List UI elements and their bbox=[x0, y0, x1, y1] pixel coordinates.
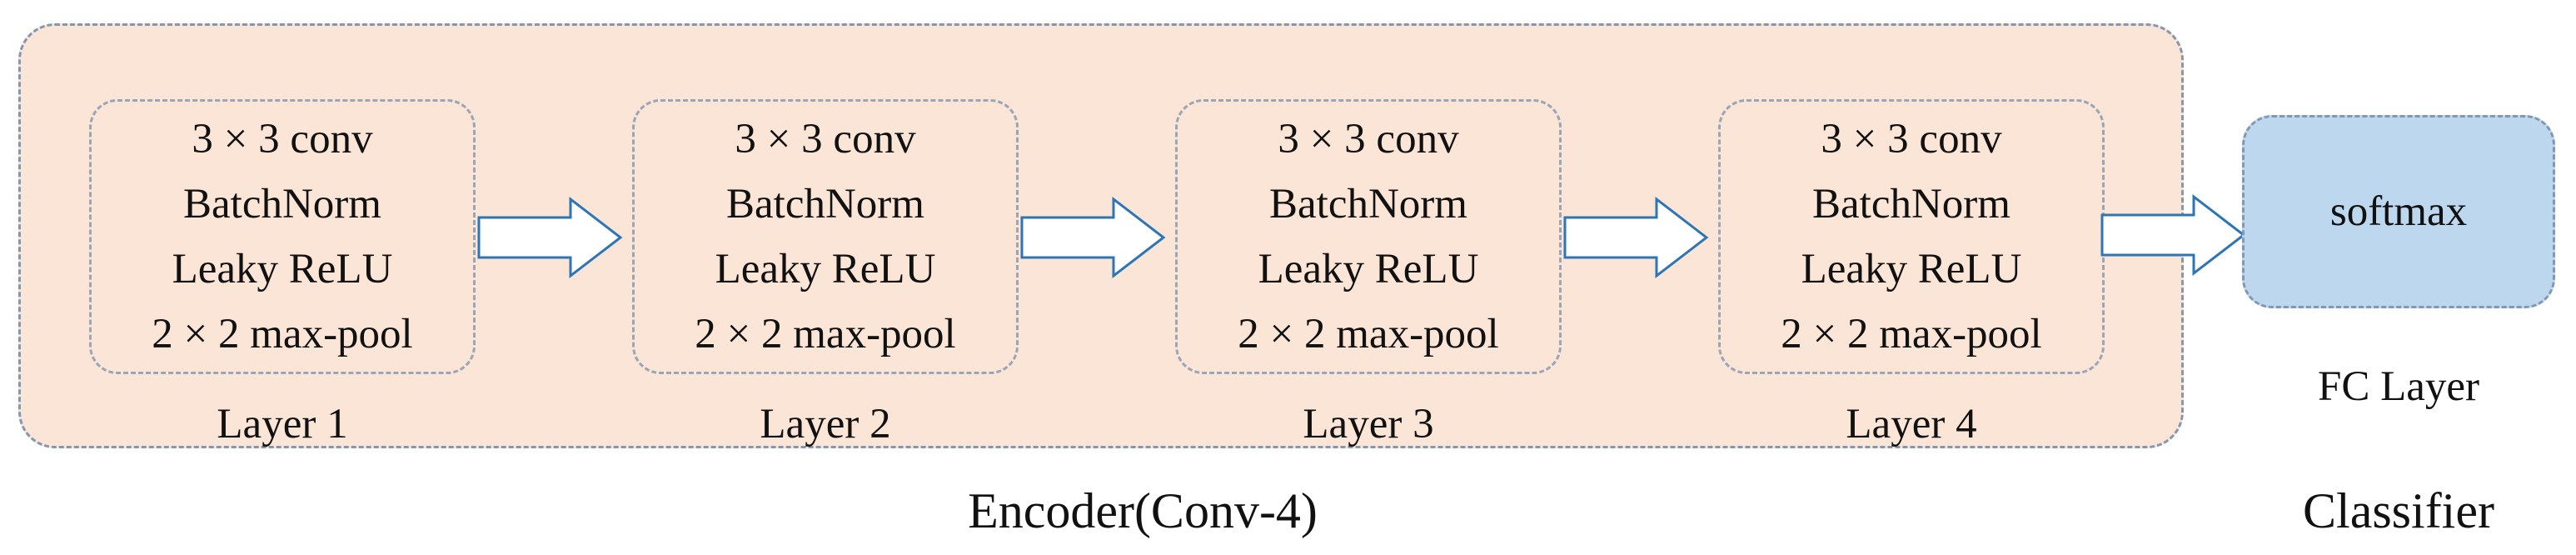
arrow-layer3-to-layer4 bbox=[1563, 196, 1709, 279]
encoder-group-label: Encoder(Conv-4) bbox=[968, 483, 1318, 538]
layer-1-op-activation: Leaky ReLU bbox=[172, 246, 393, 292]
layer-1-box: 3 × 3 conv BatchNorm Leaky ReLU 2 × 2 ma… bbox=[89, 99, 476, 374]
layer-3-op-batchnorm: BatchNorm bbox=[1269, 181, 1467, 228]
layer-3-op-conv: 3 × 3 conv bbox=[1278, 116, 1459, 162]
layer-3-box: 3 × 3 conv BatchNorm Leaky ReLU 2 × 2 ma… bbox=[1175, 99, 1562, 374]
layer-1-op-batchnorm: BatchNorm bbox=[183, 181, 381, 228]
layer-4-op-batchnorm: BatchNorm bbox=[1812, 181, 2010, 228]
layer-3-op-activation: Leaky ReLU bbox=[1258, 246, 1479, 292]
fc-layer-label: FC Layer bbox=[2317, 363, 2480, 410]
layer-2-box: 3 × 3 conv BatchNorm Leaky ReLU 2 × 2 ma… bbox=[632, 99, 1019, 374]
arrow-layer2-to-layer3 bbox=[1020, 196, 1166, 279]
layer-4-op-conv: 3 × 3 conv bbox=[1821, 116, 2002, 162]
classifier-group-label: Classifier bbox=[2303, 483, 2494, 538]
layer-1-label: Layer 1 bbox=[217, 401, 348, 448]
arrow-layer1-to-layer2 bbox=[477, 196, 623, 279]
fc-softmax-text: softmax bbox=[2329, 188, 2468, 235]
layer-2-label: Layer 2 bbox=[760, 401, 891, 448]
layer-2-op-batchnorm: BatchNorm bbox=[726, 181, 924, 228]
layer-1-op-conv: 3 × 3 conv bbox=[192, 116, 373, 162]
layer-4-op-activation: Leaky ReLU bbox=[1801, 246, 2022, 292]
arrow-layer4-to-fc bbox=[2100, 193, 2246, 277]
layer-3-op-pool: 2 × 2 max-pool bbox=[1238, 311, 1499, 358]
layer-3-label: Layer 3 bbox=[1303, 401, 1434, 448]
layer-2-op-activation: Leaky ReLU bbox=[715, 246, 936, 292]
layer-4-op-pool: 2 × 2 max-pool bbox=[1781, 311, 2042, 358]
layer-2-op-pool: 2 × 2 max-pool bbox=[695, 311, 956, 358]
layer-4-label: Layer 4 bbox=[1846, 401, 1977, 448]
layer-2-op-conv: 3 × 3 conv bbox=[735, 116, 916, 162]
encoder-panel: 3 × 3 conv BatchNorm Leaky ReLU 2 × 2 ma… bbox=[18, 23, 2184, 448]
fc-layer-box: softmax bbox=[2242, 115, 2555, 308]
layer-1-op-pool: 2 × 2 max-pool bbox=[152, 311, 413, 358]
layer-4-box: 3 × 3 conv BatchNorm Leaky ReLU 2 × 2 ma… bbox=[1718, 99, 2105, 374]
